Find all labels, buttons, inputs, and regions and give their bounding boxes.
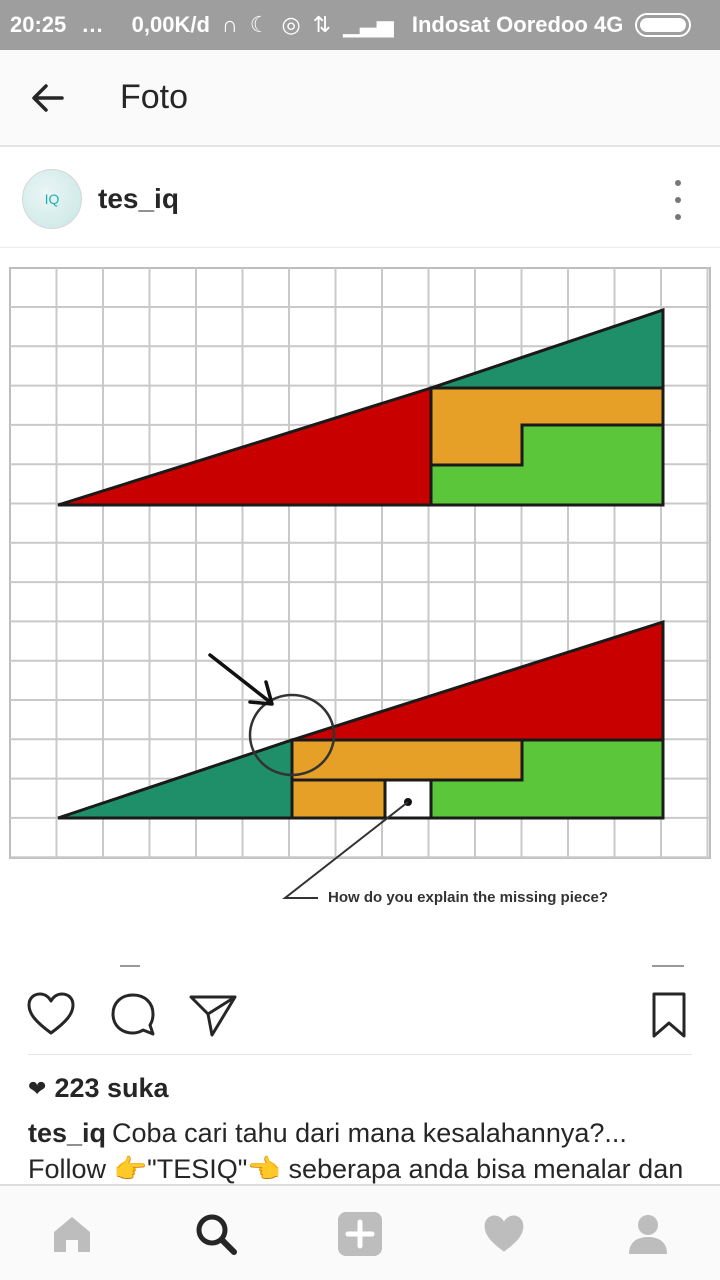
pointer-arrow [208, 653, 274, 706]
nav-add[interactable] [334, 1208, 386, 1260]
like-heart-icon: ❤ [28, 1075, 47, 1101]
heart-icon[interactable] [26, 990, 76, 1040]
missing-square-puzzle-image: How do you explain the missing piece? [9, 267, 711, 967]
caption-username[interactable]: tes_iq [28, 1118, 107, 1148]
add-icon [338, 1212, 382, 1256]
avatar-label: IQ [44, 190, 60, 207]
status-bar: 20:25 ... 0,00K/d ∩ ☾ ◎ ⇅ ▁▃▅ Indosat Oo… [0, 0, 720, 50]
app-bar: Foto [0, 50, 720, 147]
data-transfer-icon: ⇅ [312, 12, 332, 37]
top-lightgreen-piece [429, 423, 665, 507]
caption-line-2: Follow 👉"TESIQ"👈 seberapa anda bisa mena… [28, 1154, 684, 1184]
send-icon[interactable] [188, 990, 238, 1040]
arrow-left-icon [32, 83, 64, 112]
highlight-circle [248, 693, 336, 777]
image-caption-text: How do you explain the missing piece? [328, 889, 608, 906]
activity-heart-icon [484, 1215, 524, 1252]
nav-profile[interactable] [622, 1208, 674, 1260]
nav-home[interactable] [46, 1208, 98, 1260]
more-options-button[interactable] [666, 180, 690, 220]
nav-search[interactable] [190, 1208, 242, 1260]
back-button[interactable] [0, 49, 96, 146]
profile-icon [629, 1215, 667, 1254]
avatar[interactable]: IQ [22, 168, 82, 229]
alarm-icon: ◎ [281, 12, 301, 37]
home-icon [54, 1217, 90, 1252]
bookmark-icon[interactable] [644, 990, 694, 1040]
divider [28, 1054, 692, 1055]
post-image[interactable]: How do you explain the missing piece? [0, 250, 720, 968]
nav-activity[interactable] [478, 1208, 530, 1260]
caption-text: Coba cari tahu dari mana kesalahannya?..… [112, 1118, 627, 1148]
status-overflow-dots: ... [82, 12, 104, 37]
bottom-navigation [0, 1184, 720, 1280]
more-vertical-icon [675, 180, 681, 186]
likes-label: 223 suka [54, 1073, 169, 1103]
bottom-orange-lower [290, 778, 387, 820]
search-icon [196, 1214, 237, 1255]
battery-icon [635, 13, 692, 37]
headphones-icon: ∩ [221, 12, 238, 37]
page-title: Foto [120, 78, 189, 116]
status-carrier: Indosat Ooredoo 4G [411, 12, 624, 37]
post-actions [0, 970, 720, 1056]
signal-icon: ▁▃▅ [343, 12, 394, 37]
post-header: IQ tes_iq [0, 150, 720, 248]
moon-icon: ☾ [249, 12, 270, 37]
likes-count[interactable]: ❤ 223 suka [28, 1073, 169, 1104]
post-username[interactable]: tes_iq [98, 182, 179, 214]
comment-icon[interactable] [108, 990, 158, 1040]
callout-line [282, 801, 409, 899]
status-time: 20:25 [10, 12, 67, 37]
status-network-speed: 0,00K/d [131, 12, 210, 37]
